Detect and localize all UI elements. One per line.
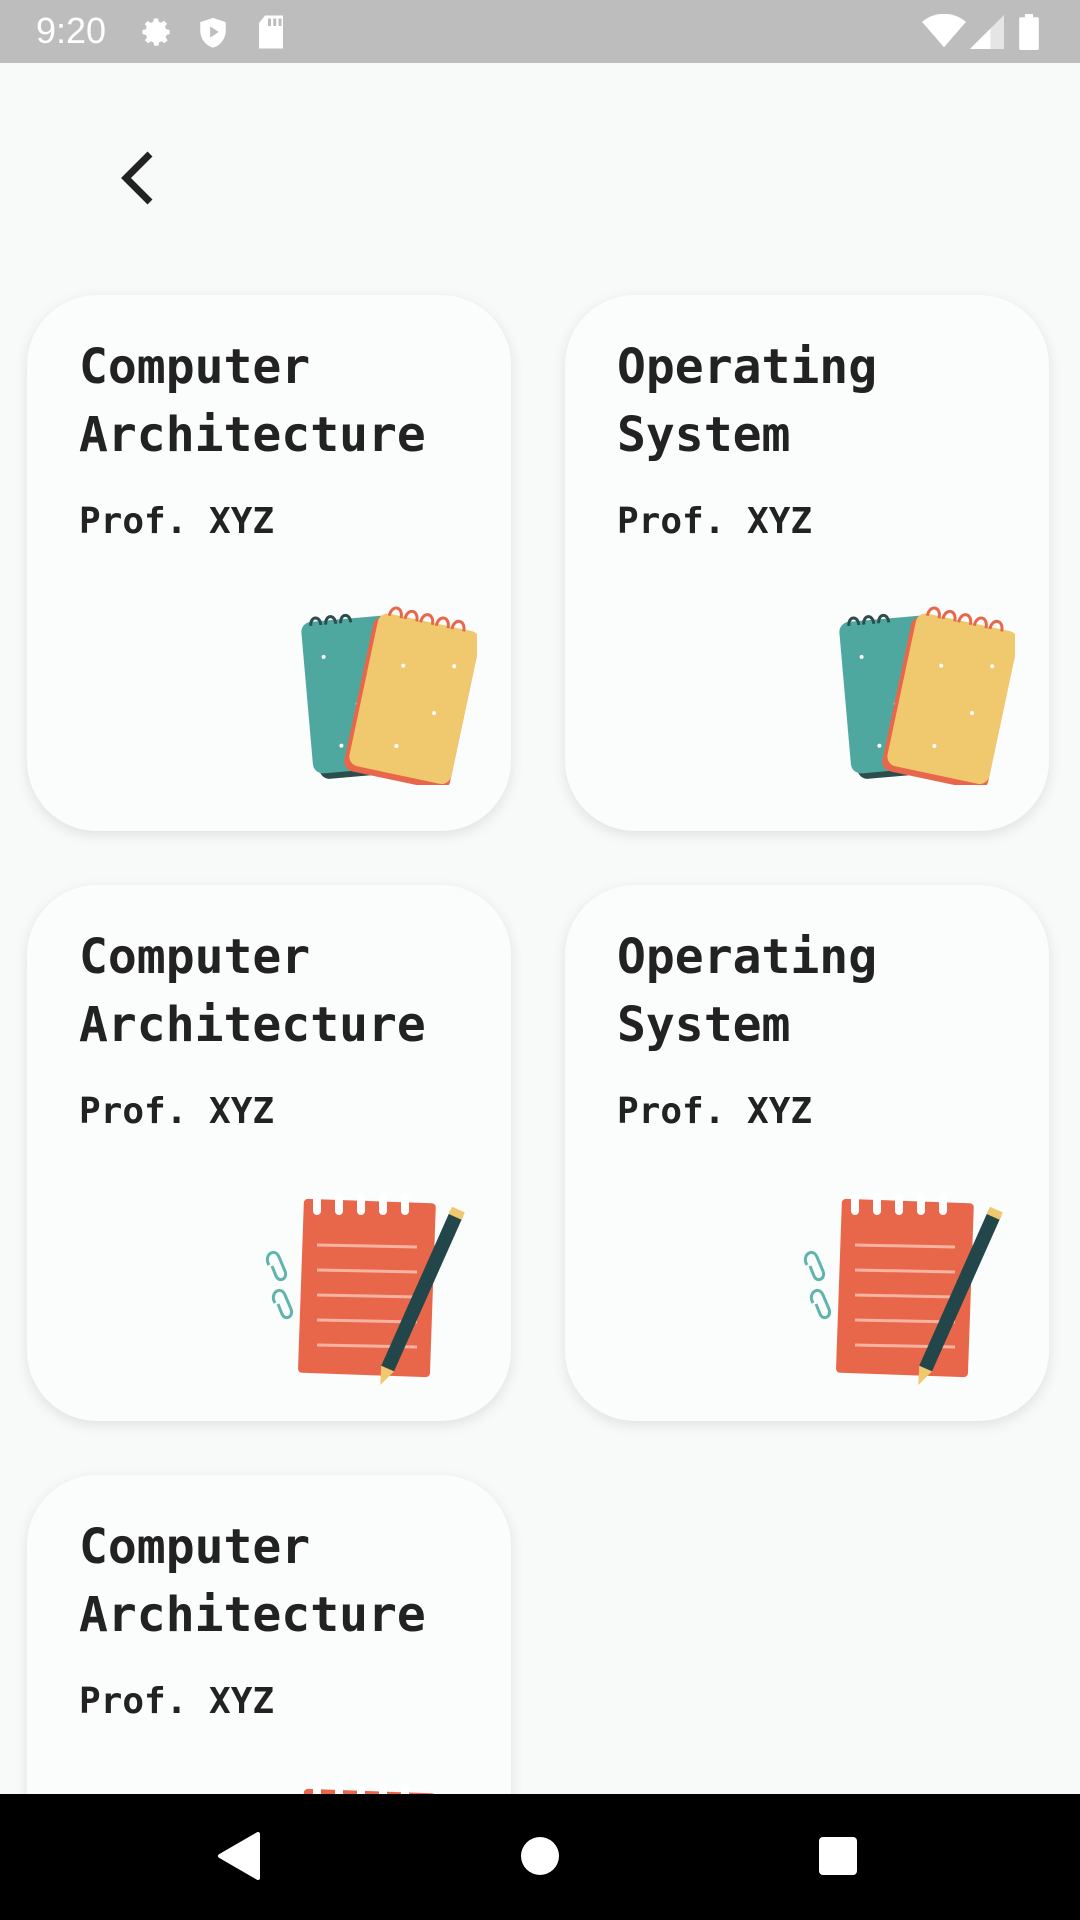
course-title: Operating System [617, 929, 878, 1053]
notebooks-illustration [301, 606, 477, 785]
settings-icon [142, 18, 170, 46]
sd-card-icon [259, 15, 283, 49]
notebooks-illustration [839, 606, 1015, 785]
signal-icon [970, 15, 1004, 49]
course-card[interactable]: Computer Architecture Prof. XYZ [27, 1475, 511, 1794]
professor-name: Prof. XYZ [617, 501, 813, 542]
paperclip-icon [803, 1251, 832, 1320]
paperclip-icon [265, 1251, 294, 1320]
notepad-pencil-illustration [298, 1783, 436, 1794]
course-grid: Computer Architecture Prof. XYZ Operatin… [27, 295, 1049, 1794]
course-card[interactable]: Operating System Prof. XYZ [565, 295, 1049, 831]
professor-name: Prof. XYZ [79, 1091, 275, 1132]
course-title: Operating System [617, 339, 878, 463]
course-card[interactable]: Computer Architecture Prof. XYZ [27, 295, 511, 831]
shield-icon [200, 17, 226, 48]
notepad-pencil-illustration [265, 1193, 465, 1385]
professor-name: Prof. XYZ [79, 501, 275, 542]
back-button[interactable] [100, 140, 176, 216]
course-title: Computer Architecture [79, 339, 426, 463]
course-title: Computer Architecture [79, 929, 426, 1053]
professor-name: Prof. XYZ [617, 1091, 813, 1132]
status-time: 9:20 [36, 10, 107, 51]
course-card[interactable]: Computer Architecture Prof. XYZ [27, 885, 511, 1421]
navigation-bar [0, 1794, 1080, 1920]
home-circle-icon[interactable] [510, 1826, 570, 1886]
back-triangle-icon[interactable] [210, 1826, 270, 1886]
notepad-pencil-illustration [803, 1193, 1003, 1385]
professor-name: Prof. XYZ [79, 1681, 275, 1722]
status-bar: 9:20 [0, 0, 1080, 63]
course-card[interactable]: Operating System Prof. XYZ [565, 885, 1049, 1421]
chevron-left-icon [121, 151, 153, 205]
battery-icon [1019, 14, 1039, 50]
wifi-icon [922, 14, 966, 48]
course-title: Computer Architecture [79, 1519, 426, 1643]
recents-square-icon[interactable] [808, 1826, 868, 1886]
